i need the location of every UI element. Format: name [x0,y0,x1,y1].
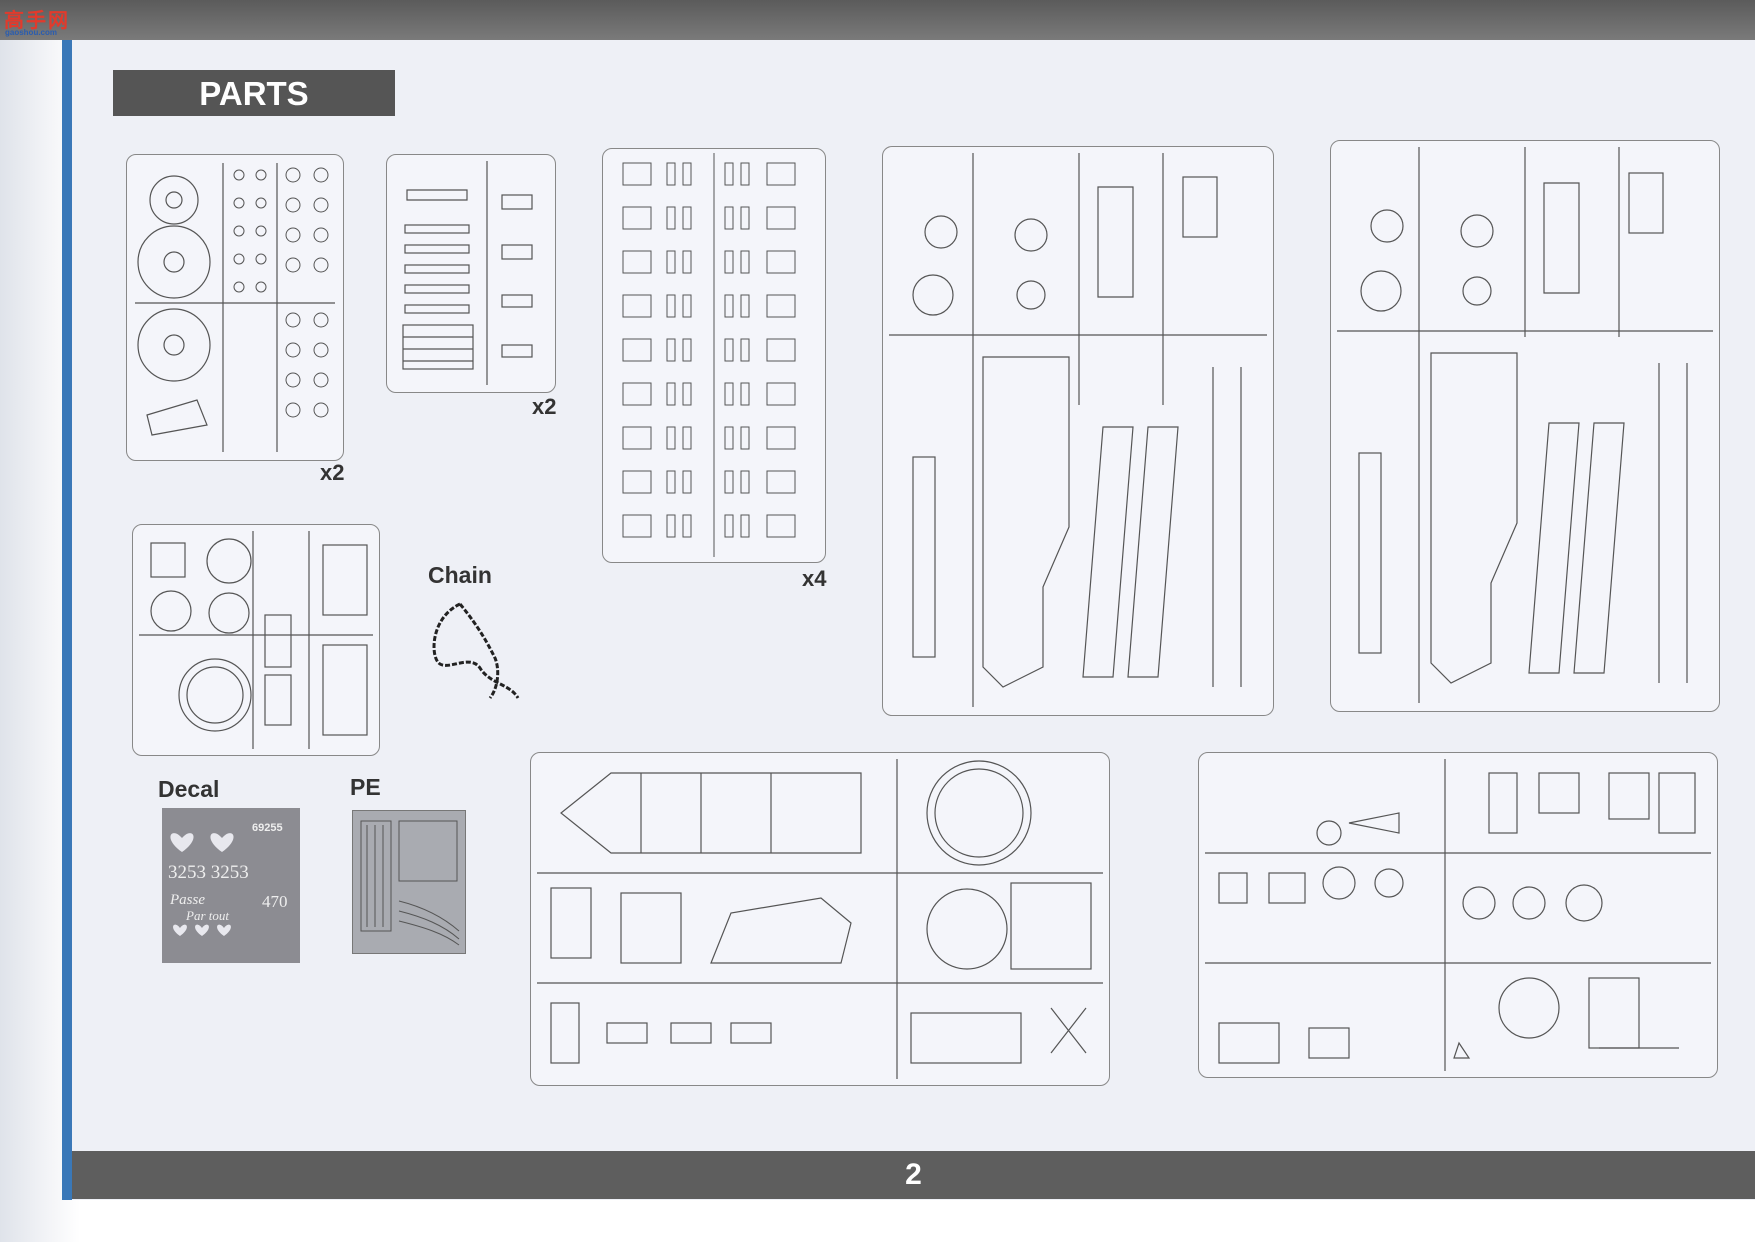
sprue-e [530,752,1110,1086]
sprue-a-drawing [135,163,335,452]
decal-label: Decal [158,776,220,802]
pe-label: PE [350,774,381,800]
sprue-small-drawing [402,161,533,385]
decal-sheet: 69255 3253 3253 Passe Par tout 470 [162,808,300,963]
decal-slogan-a: Passe [170,892,205,908]
watermark-logo: 高手网 gaoshou.com [4,4,70,38]
sprue-d-drawing [1337,147,1713,703]
sprue-b-drawing [622,153,796,557]
sprue-a-multiplier: x2 [320,460,345,485]
section-title: PARTS [199,75,309,112]
watermark-url: gaoshou.com [5,28,58,37]
sprue-b [602,148,826,563]
section-header: PARTS [113,70,395,116]
top-band: 高手网 gaoshou.com [0,0,1755,40]
chain-label: Chain [428,562,492,588]
photo-etch-fret [352,810,466,954]
binding-spine [62,40,74,1200]
sprue-c-drawing [889,153,1267,707]
sprue-c [882,146,1274,716]
decal-serial-top: 69255 [252,822,283,834]
decal-artwork [170,833,234,936]
decal-slogan-b: Par tout [186,908,229,923]
chain-drawing [432,602,520,699]
sprue-b-multiplier: x4 [802,566,827,591]
decal-serial-main: 3253 3253 [168,862,249,883]
sprue-small-multiplier: x2 [532,394,557,419]
sprue-a [126,154,344,461]
pe-artwork [360,820,460,946]
sprue-e-drawing [537,759,1103,1079]
sprue-f [1198,752,1718,1078]
sprue-d [1330,140,1720,712]
sprue-g [132,524,380,756]
page-number: 2 [905,1158,922,1191]
sprue-f-drawing [1205,759,1711,1071]
sprue-small [386,154,556,393]
footer-band: 2 [72,1151,1755,1199]
sprue-g-drawing [139,531,373,749]
decal-side-number: 470 [262,892,288,911]
watermark-text: 高手网 [4,8,70,32]
